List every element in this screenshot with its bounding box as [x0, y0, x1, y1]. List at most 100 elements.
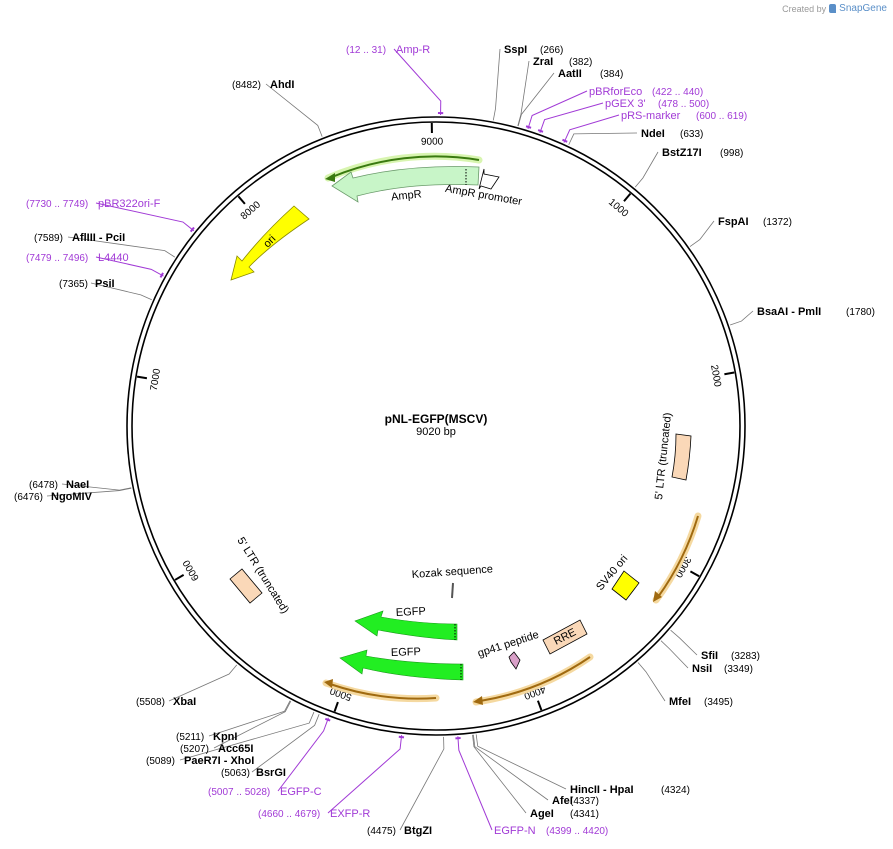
- primer-name-prs-marker[interactable]: pRS-marker: [621, 110, 681, 122]
- primer-name-exfp-r[interactable]: EXFP-R: [330, 808, 370, 820]
- site-leader-hincii-hpai: [475, 734, 567, 790]
- site-name-ahdi[interactable]: AhdI: [270, 79, 294, 91]
- tick-7000: [136, 375, 148, 380]
- site-pos-ngomiv: (6476): [14, 492, 43, 503]
- site-name-zrai[interactable]: ZraI: [533, 56, 553, 68]
- primer-mark-egfp-c: [324, 717, 331, 722]
- site-name-paer7i-xhoi[interactable]: PaeR7I - XhoI: [184, 755, 254, 767]
- site-leader-xbai: [168, 664, 238, 702]
- primer-leader-egfp-n: [457, 736, 493, 831]
- egfp-feature-1-label: EGFP: [396, 605, 427, 619]
- site-name-ngomiv[interactable]: NgoMIV: [51, 491, 93, 503]
- site-leader-afliii-pcii: [67, 236, 176, 258]
- site-leader-ahdi: [265, 83, 323, 137]
- site-name-afliii-pcii[interactable]: AflIII - PciI: [72, 232, 125, 244]
- orf-line-1: [657, 515, 699, 598]
- backbone-outer-circle: [126, 116, 746, 736]
- site-name-bsaai-pmli[interactable]: BsaAI - PmlI: [757, 306, 821, 318]
- site-leader-sspi: [492, 48, 501, 121]
- site-name-xbai[interactable]: XbaI: [173, 696, 196, 708]
- primer-leader-pgex-3-: [539, 102, 604, 134]
- site-name-fspai[interactable]: FspAI: [718, 216, 749, 228]
- site-pos-hincii-hpai: (4324): [661, 785, 690, 796]
- site-leader-mfei: [637, 662, 666, 702]
- site-pos-aatii: (384): [600, 69, 623, 80]
- site-name-kpni[interactable]: KpnI: [213, 731, 237, 743]
- site-name-aatii[interactable]: AatII: [558, 68, 582, 80]
- created-by-text: Created by: [782, 3, 827, 14]
- tick-4000: [536, 700, 543, 711]
- snapgene-brand: Created by SnapGene: [782, 3, 887, 14]
- ampr-feature-label: AmpR: [391, 188, 423, 203]
- primer-range-amp-r: (12 .. 31): [346, 45, 386, 56]
- site-name-acc65i[interactable]: Acc65I: [218, 743, 253, 755]
- primer-mark-pgex-3-: [537, 129, 544, 133]
- site-pos-ndei: (633): [680, 129, 703, 140]
- primer-name-egfp-n[interactable]: EGFP-N: [494, 825, 536, 837]
- site-name-btgzi[interactable]: BtgZI: [404, 825, 432, 837]
- site-name-mfei[interactable]: MfeI: [669, 696, 691, 708]
- site-leader-bsrgi: [251, 714, 320, 773]
- site-leader-btgzi: [399, 736, 445, 831]
- site-pos-acc65i: (5207): [180, 744, 209, 755]
- site-name-nsii[interactable]: NsiI: [692, 663, 712, 675]
- tick-3000: [689, 570, 700, 578]
- gp41-peptide-feature-label: gp41 peptide: [476, 629, 540, 660]
- primer-name-egfp-c[interactable]: EGFP-C: [280, 786, 322, 798]
- site-leader-agei: [472, 734, 527, 814]
- site-name-sfii[interactable]: SfiI: [701, 650, 718, 662]
- site-pos-naei: (6478): [29, 480, 58, 491]
- ori-feature: [230, 205, 310, 281]
- egfp-feature-2-label: EGFP: [391, 646, 421, 659]
- kozak-sequence-feature-label: Kozak sequence: [411, 563, 493, 581]
- primer-leader-lines: [95, 48, 620, 831]
- primer-name-pbr322ori-f[interactable]: pBR322ori-F: [98, 198, 161, 210]
- site-pos-mfei: (3495): [704, 697, 733, 708]
- tick-1000: [623, 192, 632, 202]
- primer-range-egfp-n: (4399 .. 4420): [546, 826, 608, 837]
- site-name-afei[interactable]: AfeI: [552, 795, 573, 807]
- site-pos-zrai: (382): [569, 57, 592, 68]
- orf-arrowhead-1: [653, 591, 662, 602]
- site-name-hincii-hpai[interactable]: HincII - HpaI: [570, 784, 634, 796]
- site-name-agei[interactable]: AgeI: [530, 808, 554, 820]
- tick-label-6000: 6000: [181, 557, 202, 582]
- site-leader-bsaai-pmli: [730, 310, 754, 326]
- site-pos-afliii-pcii: (7589): [34, 233, 63, 244]
- site-pos-sspi: (266): [540, 45, 563, 56]
- site-pos-xbai: (5508): [136, 697, 165, 708]
- ampr-orf-arrowhead: [325, 173, 335, 182]
- site-leader-kpni: [208, 700, 291, 737]
- plasmid-name: pNL-EGFP(MSCV): [385, 412, 488, 426]
- site-name-naei[interactable]: NaeI: [66, 479, 89, 491]
- primer-name-pbrforeco[interactable]: pBRforEco: [589, 86, 642, 98]
- primer-range-pbr322ori-f: (7730 .. 7749): [26, 199, 88, 210]
- site-leader-zrai: [517, 60, 530, 127]
- egfp-feature-2: [339, 649, 464, 681]
- orf-arc-1: [652, 512, 702, 604]
- tick-8000: [237, 195, 246, 205]
- plasmid-backbone: [126, 116, 746, 736]
- primer-leader-pbr322ori-f: [95, 202, 195, 232]
- site-leader-ngomiv: [46, 487, 132, 497]
- site-name-bstz17i[interactable]: BstZ17I: [662, 147, 702, 159]
- ampr-promoter-feature: [478, 168, 500, 190]
- ampr-orf-line: [331, 155, 480, 178]
- primer-leader-pbrforeco: [527, 90, 588, 130]
- site-pos-paer7i-xhoi: (5089): [146, 756, 175, 767]
- rre-feature: [542, 619, 588, 655]
- primer-name-amp-r[interactable]: Amp-R: [396, 44, 430, 56]
- primer-name-l4440[interactable]: L4440: [98, 252, 129, 264]
- site-pos-agei: (4341): [570, 809, 599, 820]
- features: AmpR AmpR promoter ori 5' LTR (truncated…: [229, 166, 692, 681]
- site-name-sspi[interactable]: SspI: [504, 44, 527, 56]
- site-name-psii[interactable]: PsiI: [95, 278, 115, 290]
- primer-range-prs-marker: (600 .. 619): [696, 111, 747, 122]
- site-name-bsrgi[interactable]: BsrGI: [256, 767, 286, 779]
- site-name-ndei[interactable]: NdeI: [641, 128, 665, 140]
- tick-6000: [174, 573, 185, 581]
- site-pos-fspai: (1372): [763, 217, 792, 228]
- ltr-right-feature-label: 5' LTR (truncated): [653, 412, 674, 500]
- primer-name-pgex-3-[interactable]: pGEX 3': [605, 98, 646, 110]
